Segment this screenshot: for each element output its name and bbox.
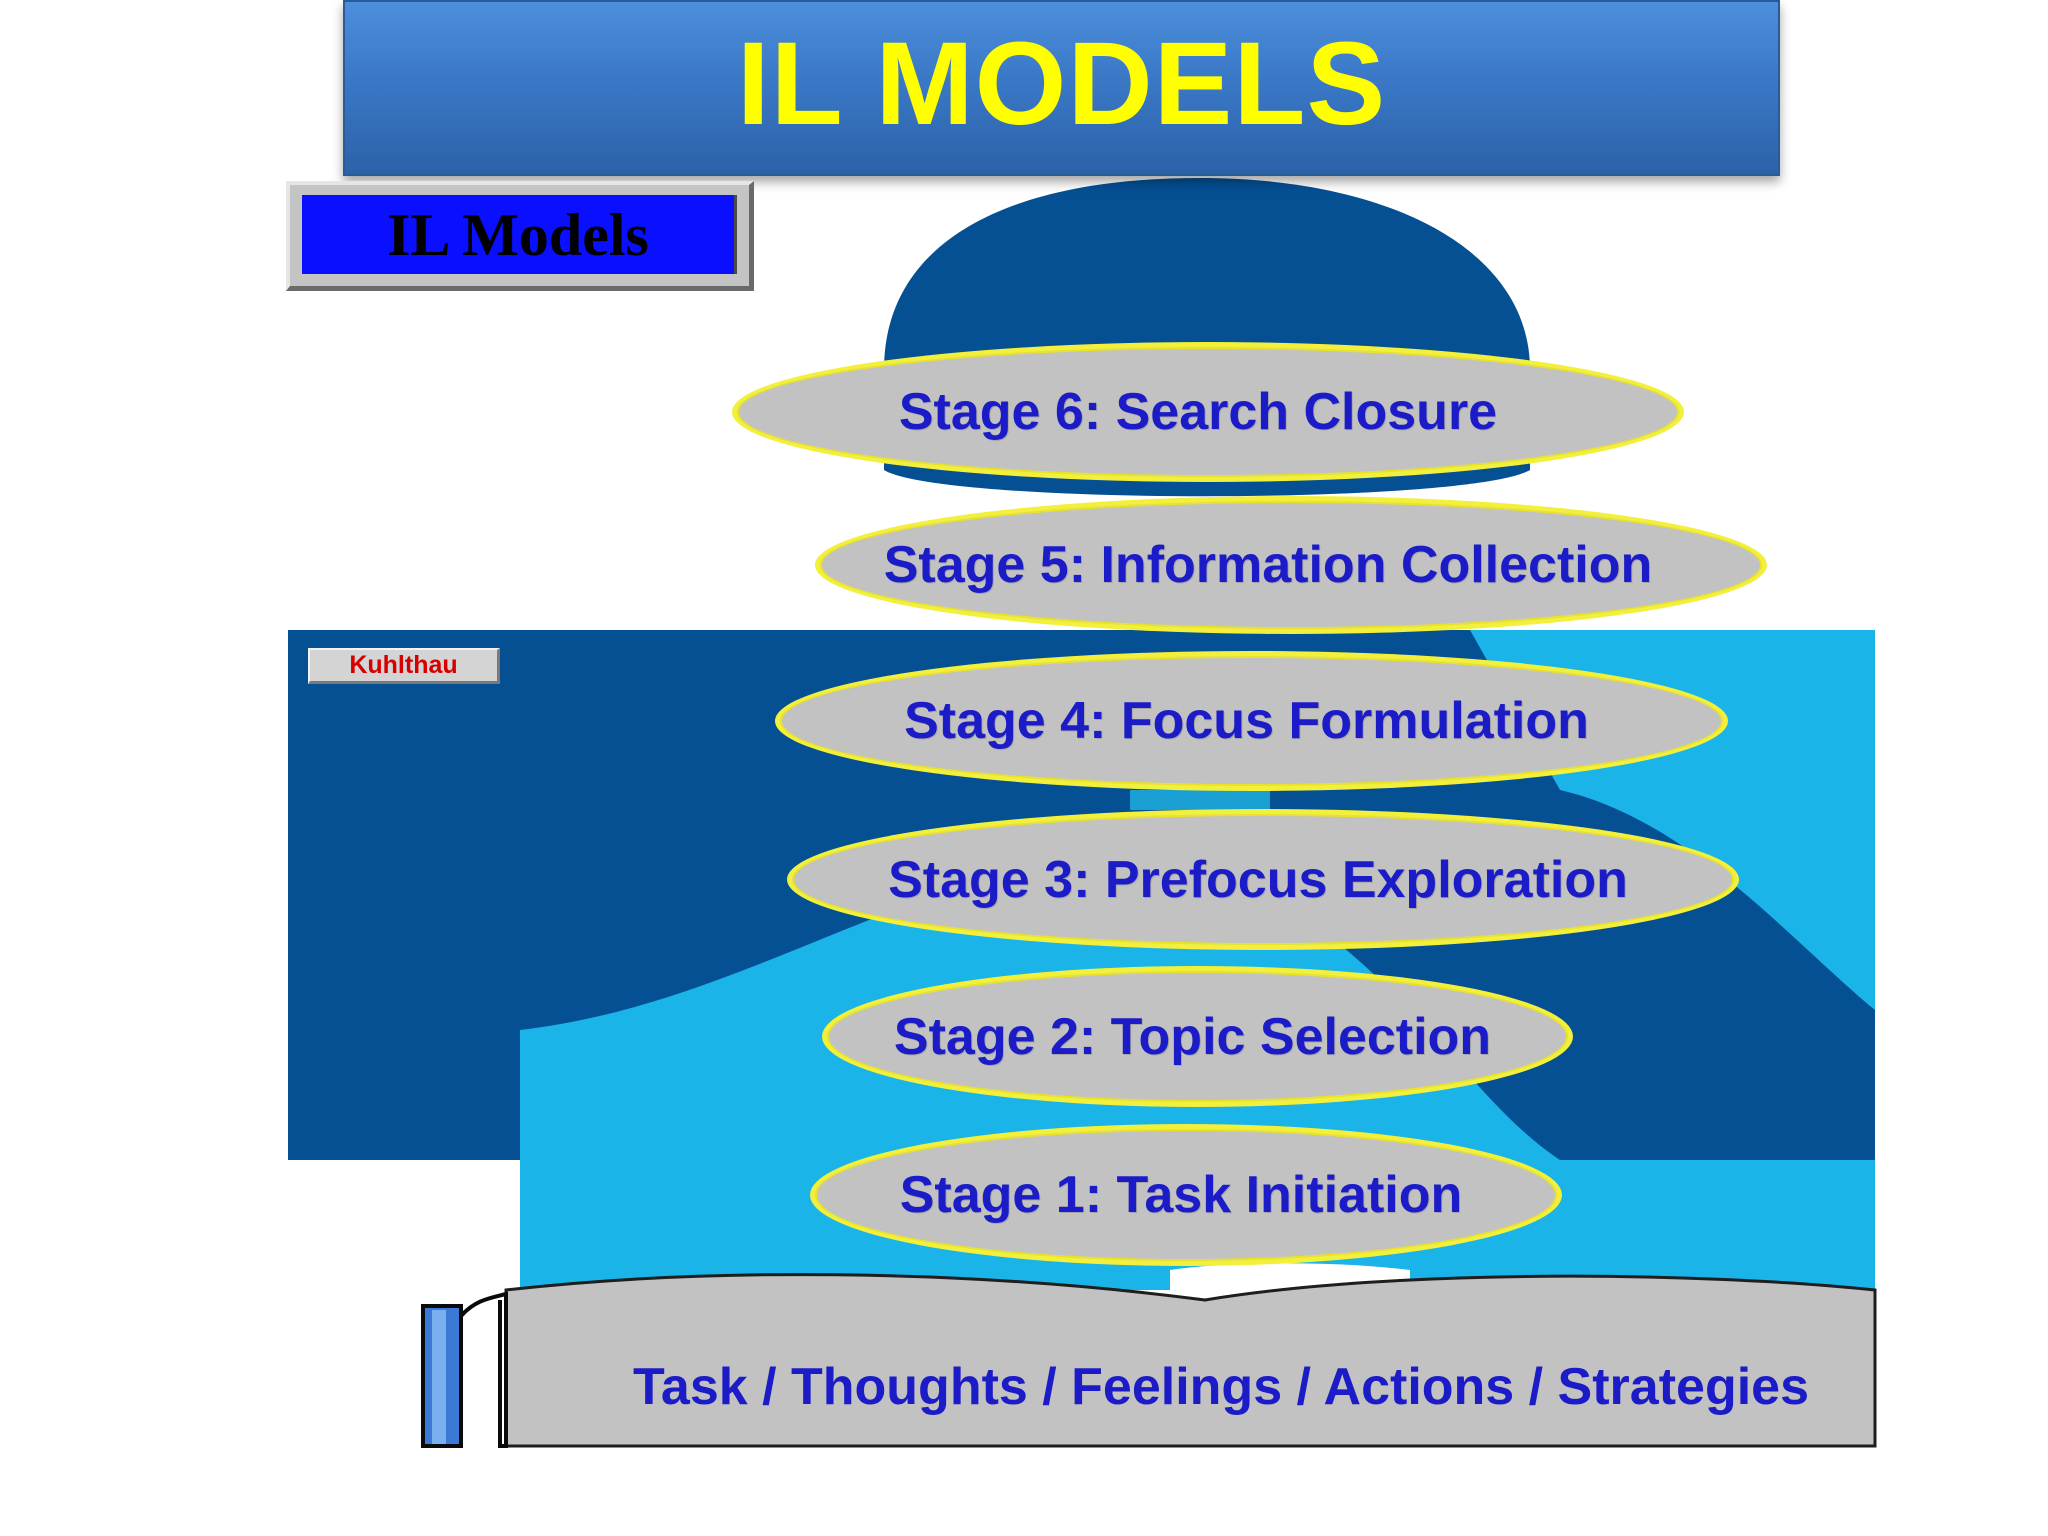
stage-1-label: Stage 1: Task Initiation: [899, 1166, 1463, 1224]
scroll-highlight: [432, 1310, 446, 1444]
il-models-badge: IL Models: [286, 181, 754, 291]
stage-5-ellipse: Stage 5: Information Collection: [815, 496, 1767, 634]
stage-4-label: Stage 4: Focus Formulation: [904, 692, 1589, 750]
base-label: Task / Thoughts / Feelings / Actions / S…: [633, 1358, 1809, 1416]
il-models-badge-label: IL Models: [387, 201, 649, 268]
stage-2-ellipse: Stage 2: Topic Selection: [822, 966, 1573, 1107]
kuhlthau-label: Kuhlthau: [349, 651, 458, 679]
stage-1-ellipse: Stage 1: Task Initiation: [810, 1124, 1562, 1266]
stage-2-label: Stage 2: Topic Selection: [893, 1007, 1492, 1066]
il-models-badge-face: IL Models: [302, 195, 737, 274]
stage-3-label: Stage 3: Prefocus Exploration: [888, 850, 1628, 909]
kuhlthau-badge: Kuhlthau: [308, 648, 500, 684]
title-banner: IL MODELS: [343, 0, 1780, 176]
stage-5-label: Stage 5: Information Collection: [883, 536, 1653, 594]
scroll-curl: [459, 1291, 508, 1448]
neck-shape: [1130, 790, 1270, 810]
stage-3-ellipse: Stage 3: Prefocus Exploration: [787, 809, 1739, 950]
base-label-container: Task / Thoughts / Feelings / Actions / S…: [506, 1344, 1876, 1430]
stage-6-label: Stage 6: Search Closure: [898, 383, 1498, 441]
stage-6-ellipse: Stage 6: Search Closure: [732, 342, 1684, 482]
base-bar: [504, 1273, 1877, 1448]
page-title: IL MODELS: [736, 18, 1387, 150]
stage-4-ellipse: Stage 4: Focus Formulation: [775, 651, 1728, 791]
